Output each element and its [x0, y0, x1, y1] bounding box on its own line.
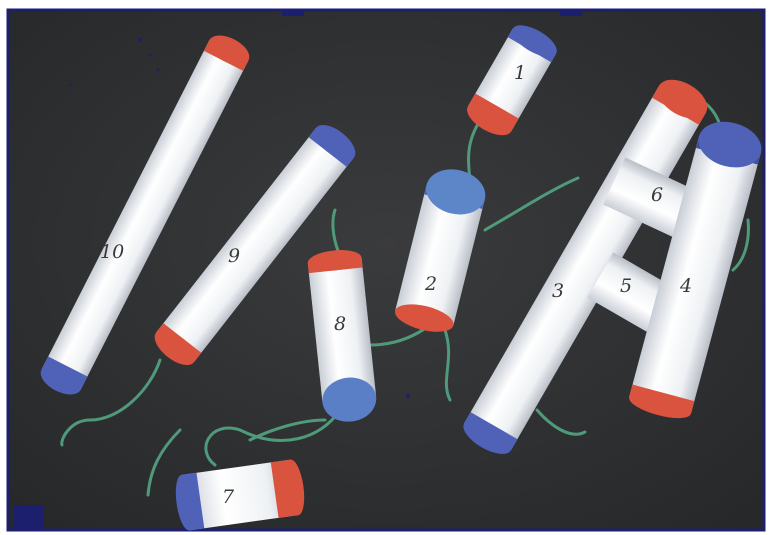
helix-label-3: 3 — [552, 280, 564, 302]
frame-corner-mark — [14, 505, 44, 530]
helix-label-5: 5 — [620, 275, 632, 297]
helix-label-2: 2 — [424, 273, 437, 295]
frame-top-mark — [282, 10, 304, 16]
frame-top-mark — [560, 10, 582, 16]
helix-label-8: 8 — [334, 313, 346, 335]
helix-label-4: 4 — [679, 275, 692, 297]
helix-label-1: 1 — [514, 62, 526, 84]
helix-label-6: 6 — [651, 184, 663, 206]
helix-label-9: 9 — [228, 245, 240, 267]
helix-label-10: 10 — [100, 241, 124, 263]
helix-label-7: 7 — [222, 486, 235, 508]
